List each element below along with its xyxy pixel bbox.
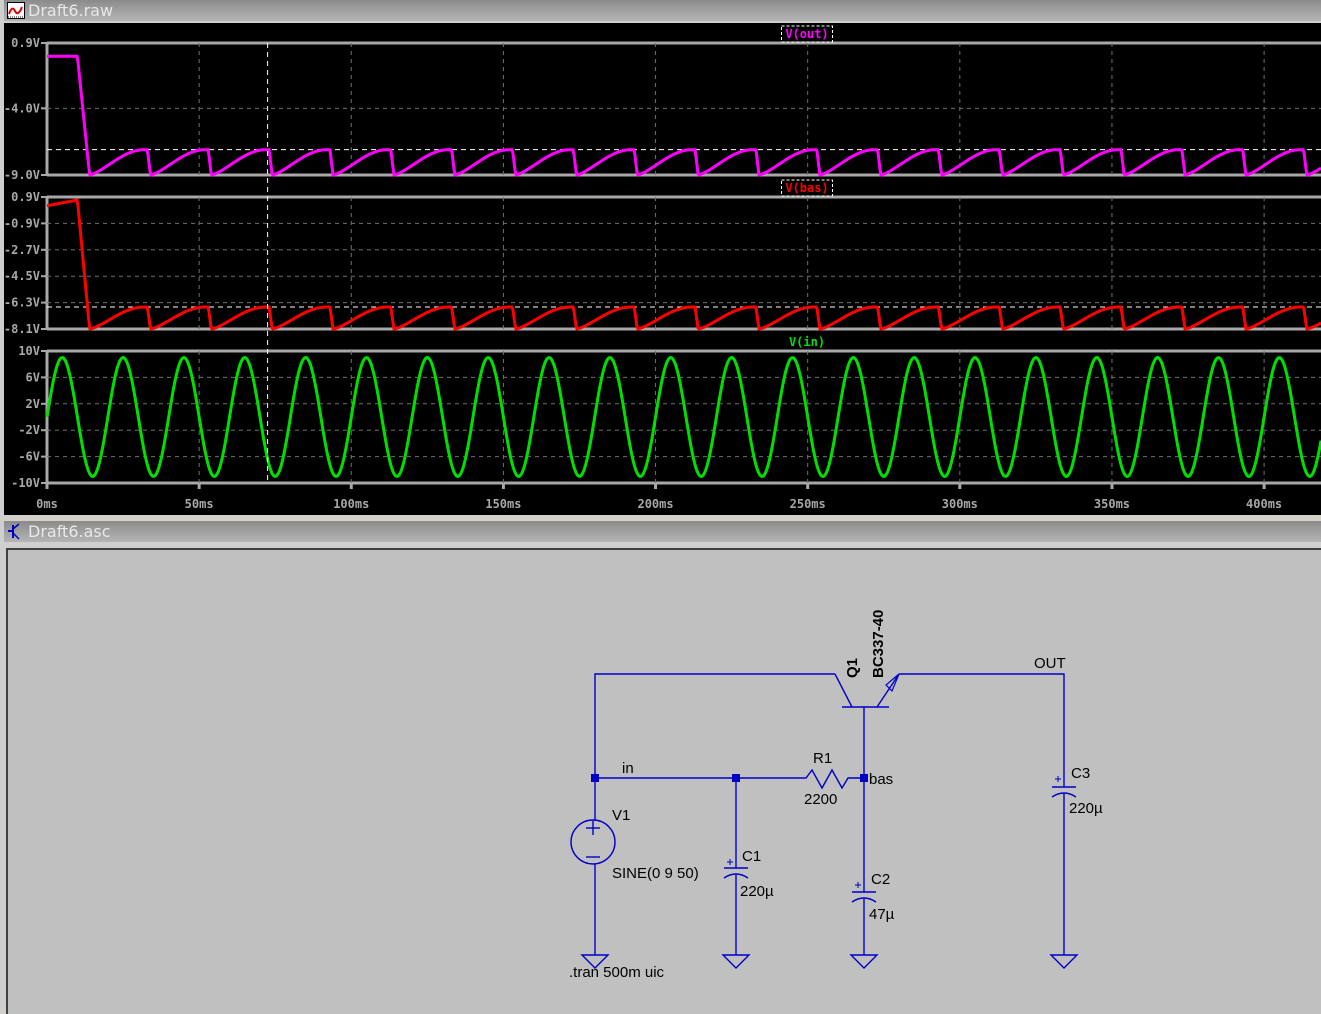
y-tick-label-vbas: -6.3V	[4, 296, 40, 310]
junction-dot	[860, 774, 868, 782]
trace-label-selection-box	[781, 25, 833, 43]
x-tick-label: 0ms	[36, 497, 58, 511]
c1-value-label[interactable]: 220µ	[740, 883, 774, 900]
wire-out	[899, 673, 1065, 787]
q1-collector-leg	[834, 673, 853, 708]
trace-label-vin[interactable]: V(in)	[789, 335, 825, 349]
x-tick-label: 250ms	[790, 497, 826, 511]
y-tick-label-vbas: -4.5V	[4, 269, 40, 283]
trace-vout[interactable]	[47, 54, 1321, 177]
y-tick-label-vout: -9.0V	[4, 168, 40, 182]
trace-label-vbas[interactable]: V(bas)	[785, 181, 828, 195]
x-tick-label: 300ms	[942, 497, 978, 511]
waveform-window[interactable]: Draft6.raw 0.9V -4.0V -9.0V V(out) 0.9V -0.9V…	[0, 0, 1321, 516]
junction-dot	[591, 774, 599, 782]
y-tick-label-vin: 2V	[26, 397, 40, 411]
ground-icon	[849, 954, 879, 969]
y-tick-label-vbas: -8.1V	[4, 322, 40, 336]
schematic-window-title: Draft6.asc	[28, 522, 111, 541]
q1-emitter-leg	[876, 673, 900, 708]
wire-collector	[594, 673, 835, 777]
y-tick-label-vin: 6V	[26, 370, 40, 384]
schematic-window[interactable]: Draft6.asc	[0, 521, 1321, 1014]
r1-ref-label[interactable]: R1	[813, 750, 832, 767]
y-tick-label-vin: -10V	[11, 476, 40, 490]
x-tick-label: 150ms	[485, 497, 521, 511]
x-tick-label: 100ms	[333, 497, 369, 511]
y-tick-label-vbas: 0.9V	[11, 190, 40, 204]
net-label-out[interactable]: OUT	[1034, 655, 1066, 672]
y-tick-label-vin: 10V	[18, 344, 40, 358]
plot-background	[4, 23, 1321, 515]
q1-model-label[interactable]: BC337-40	[870, 610, 887, 678]
waveform-window-title: Draft6.raw	[28, 1, 114, 20]
ground-icon	[1049, 954, 1079, 969]
net-label-in[interactable]: in	[622, 760, 634, 777]
schematic-window-titlebar[interactable]: Draft6.asc	[4, 521, 1321, 542]
trace-label-vout[interactable]: V(out)	[785, 27, 828, 41]
trace-vbas[interactable]	[46, 198, 1321, 331]
c3-value-label[interactable]: 220µ	[1069, 800, 1103, 817]
waveform-plot-area[interactable]: 0.9V -4.0V -9.0V V(out) 0.9V -0.9V -2.7V -4.5V -…	[4, 23, 1321, 515]
ground-icon	[721, 954, 751, 969]
v1-value-label[interactable]: SINE(0 9 50)	[612, 865, 699, 882]
x-tick-label: 200ms	[637, 497, 673, 511]
y-tick-label-vbas: -0.9V	[4, 216, 40, 230]
trace-label-selection-box	[781, 179, 833, 197]
y-tick-label-vin: -2V	[18, 423, 40, 437]
v1-ref-label[interactable]: V1	[612, 807, 630, 824]
y-tick-label-vout: -4.0V	[4, 101, 40, 115]
transistor-icon	[8, 523, 20, 540]
waveform-icon	[7, 2, 25, 19]
r1-resistor	[800, 768, 864, 790]
y-tick-label-vout: 0.9V	[11, 36, 40, 50]
v1-source	[570, 819, 616, 865]
y-tick-label-vin: -6V	[18, 450, 40, 464]
waveform-window-titlebar[interactable]: Draft6.raw	[4, 0, 1321, 21]
r1-value-label[interactable]: 2200	[804, 791, 837, 808]
c2-ref-label[interactable]: C2	[871, 871, 890, 888]
x-tick-label: 350ms	[1094, 497, 1130, 511]
x-tick-label: 400ms	[1246, 497, 1282, 511]
ground-icon	[580, 954, 610, 969]
c2-value-label[interactable]: 47µ	[869, 906, 895, 923]
schematic-canvas[interactable]: Q1 BC337-40 OUT in bas R1 2200 V1 SINE(0…	[6, 548, 1321, 1014]
c3-ref-label[interactable]: C3	[1071, 765, 1090, 782]
junction-dot	[732, 774, 740, 782]
net-label-bas[interactable]: bas	[869, 771, 893, 788]
x-tick-label: 50ms	[185, 497, 214, 511]
trace-vin[interactable]	[45, 356, 1321, 478]
q1-ref-label[interactable]: Q1	[844, 658, 861, 678]
spice-directive[interactable]: .tran 500m uic	[569, 964, 665, 981]
y-tick-label-vbas: -2.7V	[4, 243, 40, 257]
q1-emitter-arrow	[885, 673, 900, 693]
c1-ref-label[interactable]: C1	[742, 848, 761, 865]
